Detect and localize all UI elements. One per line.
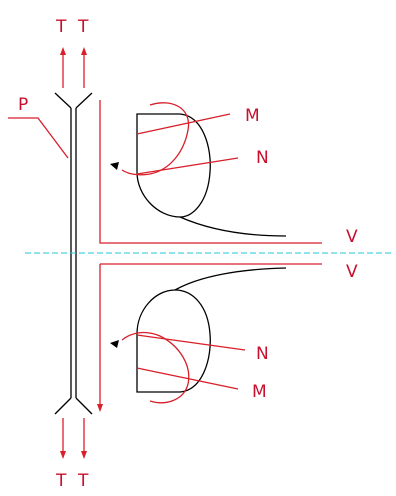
roller-bottom bbox=[110, 267, 287, 404]
label-v-top: V bbox=[346, 227, 358, 247]
label-v-bottom: V bbox=[346, 262, 358, 282]
roller-top bbox=[110, 102, 287, 237]
label-m-bottom: M bbox=[252, 382, 267, 402]
label-t-top-left: T bbox=[55, 17, 67, 37]
label-m-top: M bbox=[245, 106, 260, 126]
label-p: P bbox=[18, 95, 28, 115]
tension-arrows-bottom bbox=[60, 418, 87, 459]
label-t-bottom-right: T bbox=[77, 471, 89, 491]
label-n-bottom: N bbox=[256, 344, 269, 364]
frame-lines bbox=[97, 100, 322, 412]
label-t-top-right: T bbox=[77, 17, 89, 37]
p-leader bbox=[8, 117, 69, 159]
tension-arrows-top bbox=[60, 47, 87, 88]
label-t-bottom-left: T bbox=[55, 471, 67, 491]
label-n-top: N bbox=[256, 148, 269, 168]
